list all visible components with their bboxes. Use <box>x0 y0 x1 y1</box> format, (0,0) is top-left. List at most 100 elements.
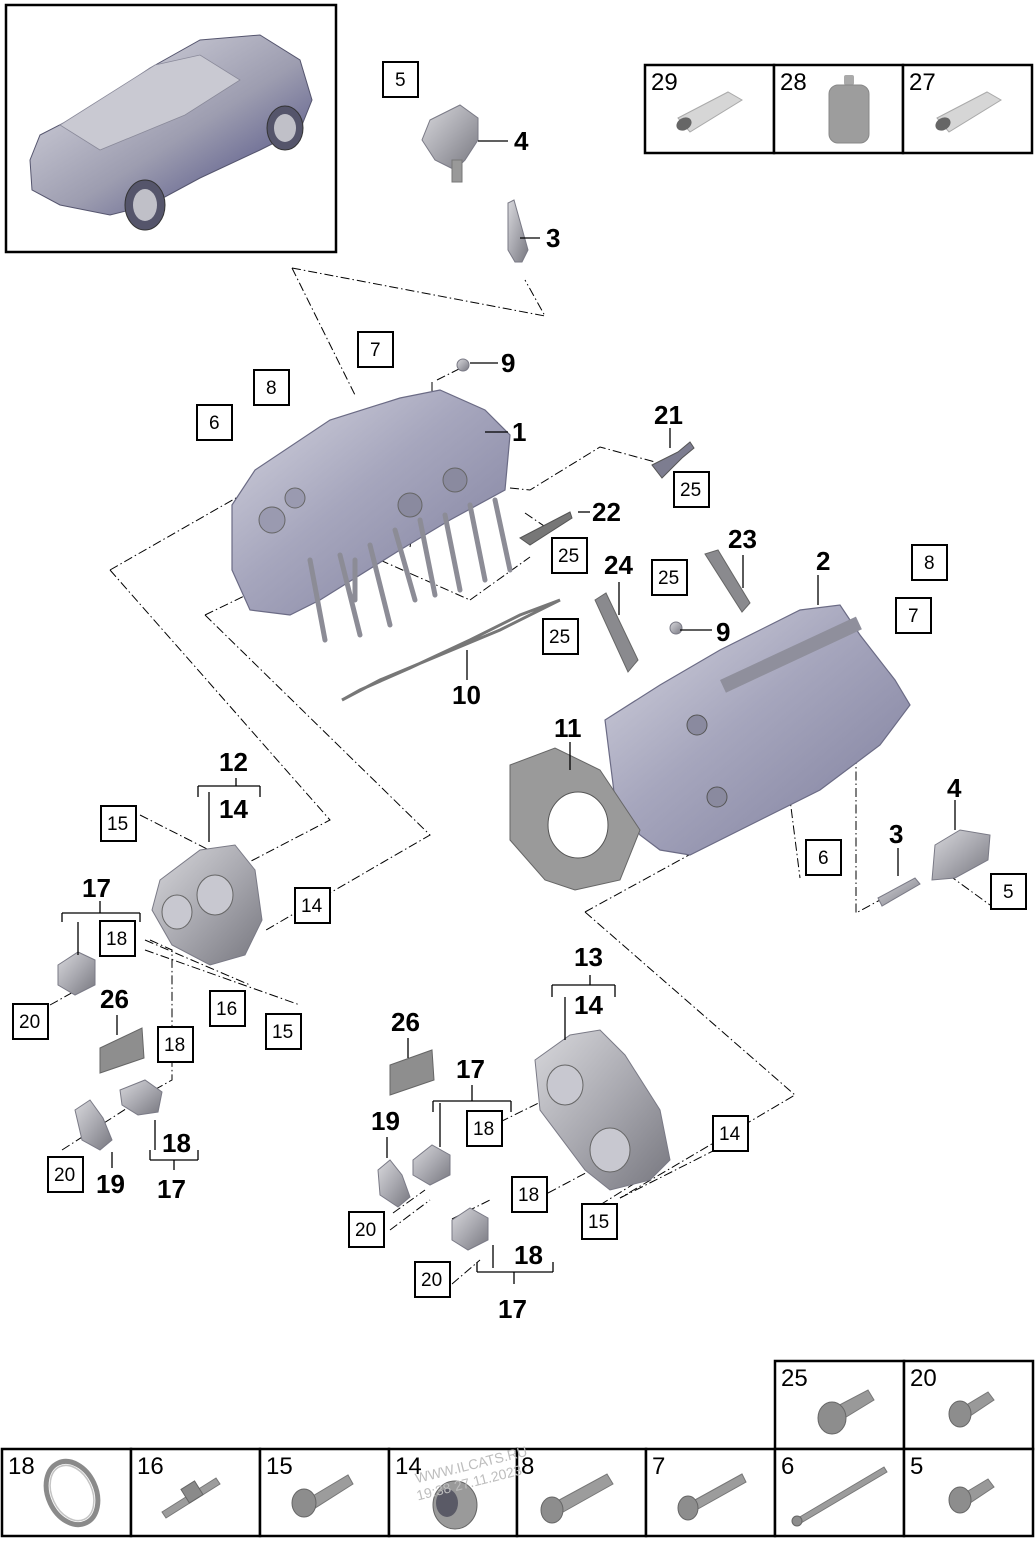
actuator-17-right-b <box>451 1207 489 1251</box>
callout-18: 18 <box>514 1240 543 1270</box>
long-bolt-icon <box>791 1466 888 1527</box>
boxed-callout-18: 18 <box>466 1110 503 1147</box>
boxed-callout-20: 20 <box>47 1156 84 1193</box>
bracket-22 <box>519 511 573 546</box>
callout-26: 26 <box>391 1007 420 1037</box>
callout-21: 21 <box>654 400 683 430</box>
svg-text:15: 15 <box>107 814 128 835</box>
legend-cell-29 <box>643 63 776 155</box>
callout-17: 17 <box>82 873 111 903</box>
callout-2: 2 <box>816 546 830 576</box>
ignition-coil-right <box>931 829 991 881</box>
cylinder-block <box>231 389 513 643</box>
boxed-callout-18: 18 <box>157 1026 194 1063</box>
callout-9: 9 <box>716 617 730 647</box>
svg-text:20: 20 <box>421 1270 442 1291</box>
callout-13: 13 <box>574 942 603 972</box>
actuator-19-right <box>377 1159 411 1208</box>
long-screw-icon <box>677 1473 747 1521</box>
boxed-callout-15: 15 <box>100 805 137 842</box>
legend-number: 20 <box>910 1365 937 1392</box>
car-image <box>29 34 313 231</box>
legend-cell-27 <box>901 63 1034 155</box>
legend-cell-16 <box>129 1447 262 1538</box>
actuator-17-left-b <box>119 1079 163 1116</box>
legend-number: 16 <box>137 1453 164 1480</box>
callout-4: 4 <box>514 126 529 156</box>
plate-26-left <box>99 1027 145 1074</box>
tube-icon <box>676 91 743 133</box>
svg-text:6: 6 <box>818 848 829 869</box>
legend-number: 7 <box>652 1453 665 1480</box>
actuator-17-right-a <box>412 1144 451 1186</box>
callout-4: 4 <box>947 773 962 803</box>
callout-19: 19 <box>371 1106 400 1136</box>
svg-text:20: 20 <box>355 1220 376 1241</box>
callout-11: 11 <box>554 713 582 743</box>
callout-12: 12 <box>219 747 248 777</box>
svg-text:14: 14 <box>301 896 323 917</box>
plug-9-right <box>669 621 683 635</box>
boxed-callout-5: 5 <box>382 61 419 98</box>
callout-17: 17 <box>157 1174 186 1204</box>
svg-text:20: 20 <box>19 1012 40 1033</box>
boxed-callout-18: 18 <box>511 1176 548 1213</box>
boxed-callout-20: 20 <box>414 1261 451 1298</box>
boxed-callouts: 5 7 8 6 25 25 25 25 <box>12 61 1027 1298</box>
plate-26-right <box>389 1049 435 1096</box>
svg-text:8: 8 <box>924 553 935 574</box>
bottle-icon <box>828 75 870 144</box>
svg-text:5: 5 <box>1003 882 1014 903</box>
leader-lines <box>61 140 956 1284</box>
svg-text:20: 20 <box>54 1165 75 1186</box>
bracket-24 <box>594 592 639 673</box>
callout-24: 24 <box>604 550 633 580</box>
callout-3: 3 <box>889 819 903 849</box>
svg-text:7: 7 <box>370 340 381 361</box>
callout-10: 10 <box>452 680 481 710</box>
boxed-callout-6: 6 <box>805 839 842 876</box>
svg-text:15: 15 <box>588 1212 609 1233</box>
callout-23: 23 <box>728 524 757 554</box>
boxed-callout-14: 14 <box>294 887 331 924</box>
legend-number: 28 <box>780 69 807 96</box>
svg-text:25: 25 <box>549 627 570 648</box>
boxed-callout-8: 8 <box>253 369 290 406</box>
svg-text:14: 14 <box>719 1124 741 1145</box>
legend-number: 25 <box>781 1365 808 1392</box>
vehicle-thumbnail <box>4 3 338 254</box>
legend-number: 6 <box>781 1453 794 1480</box>
actuator-19-left <box>74 1099 113 1151</box>
cover-13 <box>534 1029 671 1191</box>
callout-14: 14 <box>219 794 248 824</box>
spark-plug-right <box>877 877 921 907</box>
legend-bottom: 25 20 18 16 15 14 8 7 6 5 <box>0 1359 1035 1538</box>
plug-9-top <box>456 358 470 372</box>
callout-3: 3 <box>546 223 560 253</box>
boxed-callout-20: 20 <box>348 1211 385 1248</box>
svg-text:15: 15 <box>272 1022 293 1043</box>
boxed-callout-7: 7 <box>357 331 394 368</box>
callout-17: 17 <box>456 1054 485 1084</box>
boxed-callout-18: 18 <box>99 920 136 957</box>
actuator-17-left-a <box>57 951 96 996</box>
legend-number: 29 <box>651 69 678 96</box>
seal-ring-icon <box>43 1458 101 1528</box>
svg-text:25: 25 <box>680 480 701 501</box>
gasket-10 <box>341 598 561 702</box>
short-screw-icon <box>948 1391 995 1428</box>
legend-number: 27 <box>909 69 936 96</box>
short-screw-icon <box>948 1478 995 1514</box>
callout-22: 22 <box>592 497 621 527</box>
svg-text:18: 18 <box>164 1035 185 1056</box>
tube-icon <box>935 91 1002 133</box>
callout-14: 14 <box>574 990 603 1020</box>
cover-12 <box>151 844 263 966</box>
socket-bolt-icon <box>540 1473 614 1524</box>
boxed-callout-15: 15 <box>265 1013 302 1050</box>
boxed-callout-8: 8 <box>911 544 948 581</box>
boxed-callout-25: 25 <box>651 559 688 596</box>
stud-icon <box>161 1477 221 1519</box>
callout-17: 17 <box>498 1294 527 1324</box>
legend-number: 5 <box>910 1453 923 1480</box>
